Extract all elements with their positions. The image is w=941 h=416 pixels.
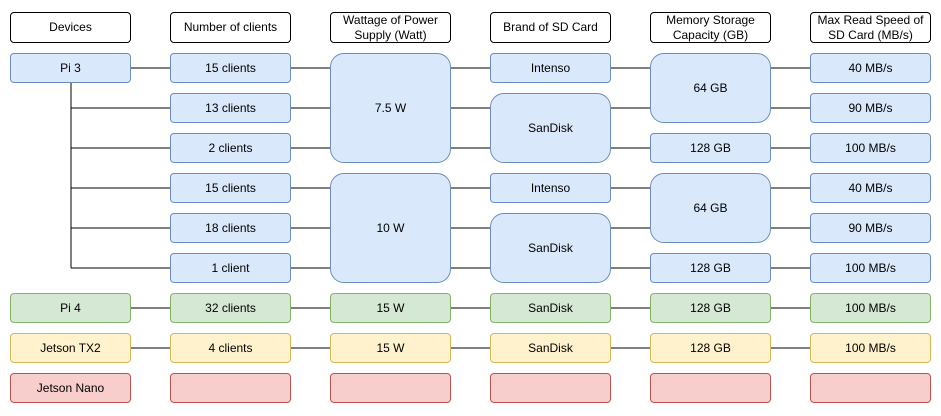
speed-value: 100 MB/s xyxy=(845,140,896,155)
capacity-value: 128 GB xyxy=(690,140,731,155)
pi3-clients-cell: 15 clients xyxy=(170,53,291,83)
device-jetson-nano: Jetson Nano xyxy=(10,373,131,403)
power-value: 10 W xyxy=(376,220,405,235)
header-storage-capacity: Memory Storage Capacity (GB) xyxy=(650,12,771,43)
device-label: Pi 3 xyxy=(60,60,81,75)
pi3-capacity-cell: 128 GB xyxy=(650,253,771,283)
brand-value: SanDisk xyxy=(528,120,573,135)
pi3-speed-cell: 90 MB/s xyxy=(810,93,931,123)
pi4-capacity-cell: 128 GB xyxy=(650,293,771,323)
capacity-value: 128 GB xyxy=(690,260,731,275)
brand-value: SanDisk xyxy=(528,300,573,315)
clients-value: 1 client xyxy=(211,260,250,275)
speed-value: 40 MB/s xyxy=(848,180,893,195)
tx2-power-cell: 15 W xyxy=(330,333,451,363)
header-label: Number of clients xyxy=(183,20,278,34)
pi4-brand-cell: SanDisk xyxy=(490,293,611,323)
nano-speed-cell xyxy=(810,373,931,403)
pi3-clients-cell: 18 clients xyxy=(170,213,291,243)
pi3-speed-cell: 90 MB/s xyxy=(810,213,931,243)
power-value: 15 W xyxy=(376,340,405,355)
clients-value: 18 clients xyxy=(205,220,256,235)
header-label: Max Read Speed of SD Card (MB/s) xyxy=(817,12,924,42)
pi3-speed-cell: 100 MB/s xyxy=(810,133,931,163)
pi3-capacity-cell: 128 GB xyxy=(650,133,771,163)
speed-value: 90 MB/s xyxy=(848,100,893,115)
pi3-speed-cell: 100 MB/s xyxy=(810,253,931,283)
pi3-brand-group: SanDisk xyxy=(490,93,611,163)
device-jetson-tx2: Jetson TX2 xyxy=(10,333,131,363)
header-label: Wattage of Power Supply (Watt) xyxy=(343,12,438,42)
pi3-brand-cell: Intenso xyxy=(490,53,611,83)
clients-value: 32 clients xyxy=(205,300,256,315)
pi3-clients-cell: 15 clients xyxy=(170,173,291,203)
pi3-speed-cell: 40 MB/s xyxy=(810,173,931,203)
device-label: Pi 4 xyxy=(60,300,81,315)
tx2-capacity-cell: 128 GB xyxy=(650,333,771,363)
nano-clients-cell xyxy=(170,373,291,403)
header-power-supply: Wattage of Power Supply (Watt) xyxy=(330,12,451,43)
pi3-clients-cell: 2 clients xyxy=(170,133,291,163)
header-label: Devices xyxy=(49,20,92,34)
pi3-power-group-2: 10 W xyxy=(330,173,451,283)
header-devices: Devices xyxy=(10,12,131,43)
brand-value: Intenso xyxy=(530,180,571,195)
device-pi3: Pi 3 xyxy=(10,53,131,83)
pi3-power-group-1: 7.5 W xyxy=(330,53,451,163)
pi4-clients-cell: 32 clients xyxy=(170,293,291,323)
pi3-capacity-group: 64 GB xyxy=(650,53,771,123)
power-value: 15 W xyxy=(376,300,405,315)
header-read-speed: Max Read Speed of SD Card (MB/s) xyxy=(810,12,931,43)
tx2-speed-cell: 100 MB/s xyxy=(810,333,931,363)
speed-value: 90 MB/s xyxy=(848,220,893,235)
speed-value: 100 MB/s xyxy=(845,260,896,275)
device-label: Jetson Nano xyxy=(36,380,105,395)
speed-value: 40 MB/s xyxy=(848,60,893,75)
pi3-clients-cell: 13 clients xyxy=(170,93,291,123)
brand-value: SanDisk xyxy=(528,240,573,255)
pi3-speed-cell: 40 MB/s xyxy=(810,53,931,83)
brand-value: SanDisk xyxy=(528,340,573,355)
capacity-value: 128 GB xyxy=(690,300,731,315)
speed-value: 100 MB/s xyxy=(845,340,896,355)
pi3-clients-cell: 1 client xyxy=(170,253,291,283)
header-number-of-clients: Number of clients xyxy=(170,12,291,43)
nano-capacity-cell xyxy=(650,373,771,403)
pi4-power-cell: 15 W xyxy=(330,293,451,323)
pi3-brand-group: SanDisk xyxy=(490,213,611,283)
power-value: 7.5 W xyxy=(374,100,407,115)
capacity-value: 64 GB xyxy=(693,200,728,215)
header-label: Memory Storage Capacity (GB) xyxy=(666,12,755,42)
brand-value: Intenso xyxy=(530,60,571,75)
nano-power-cell xyxy=(330,373,451,403)
pi3-brand-cell: Intenso xyxy=(490,173,611,203)
pi4-speed-cell: 100 MB/s xyxy=(810,293,931,323)
speed-value: 100 MB/s xyxy=(845,300,896,315)
pi3-capacity-group: 64 GB xyxy=(650,173,771,243)
device-pi4: Pi 4 xyxy=(10,293,131,323)
tx2-brand-cell: SanDisk xyxy=(490,333,611,363)
clients-value: 13 clients xyxy=(205,100,256,115)
header-label: Brand of SD Card xyxy=(503,20,598,34)
clients-value: 15 clients xyxy=(205,60,256,75)
capacity-value: 128 GB xyxy=(690,340,731,355)
device-label: Jetson TX2 xyxy=(40,340,101,355)
clients-value: 4 clients xyxy=(208,340,253,355)
nano-brand-cell xyxy=(490,373,611,403)
capacity-value: 64 GB xyxy=(693,80,728,95)
tx2-clients-cell: 4 clients xyxy=(170,333,291,363)
header-sd-brand: Brand of SD Card xyxy=(490,12,611,43)
clients-value: 15 clients xyxy=(205,180,256,195)
clients-value: 2 clients xyxy=(208,140,253,155)
